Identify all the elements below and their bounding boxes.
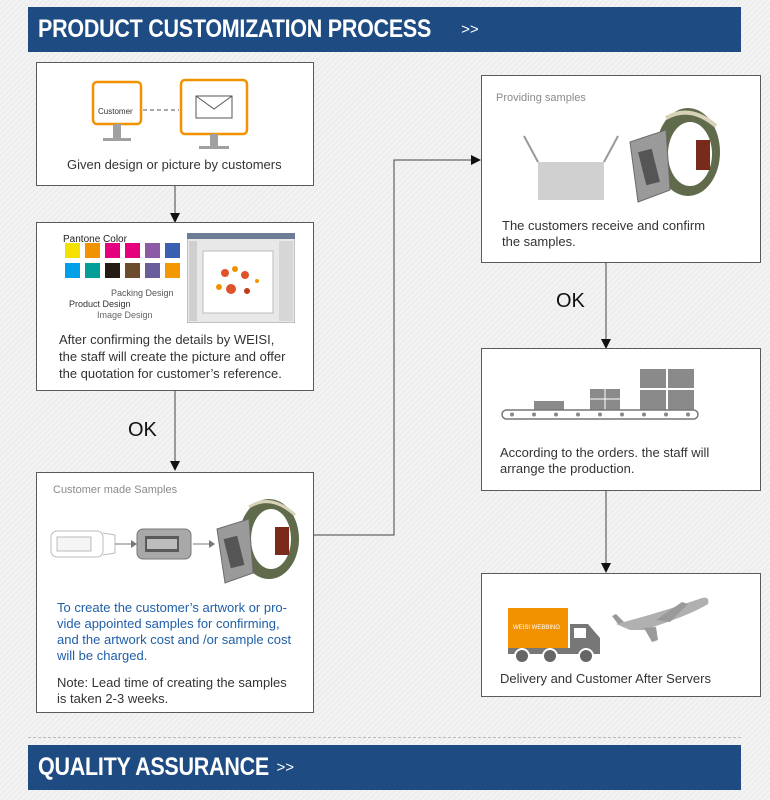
section-title: PRODUCT CUSTOMIZATION PROCESS (38, 15, 432, 43)
step-caption: the staff will create the picture and of… (59, 349, 286, 364)
image-design-label: Image Design (97, 310, 153, 320)
open-box-icon (523, 135, 619, 200)
section-header-banner: PRODUCT CUSTOMIZATION PROCESS >> (28, 7, 741, 52)
delivery-illustration (508, 597, 709, 664)
finished-belt (629, 108, 720, 203)
step-production: According to the orders. the staff will … (481, 348, 761, 491)
samples-notice: vide appointed samples for confirming, (57, 616, 280, 631)
step-caption: After confirming the details by WEISI, (59, 332, 275, 347)
pantone-label: Pantone Color (63, 234, 127, 245)
step-caption: the quotation for customer’s reference. (59, 366, 282, 381)
buckle-render (136, 528, 192, 560)
color-swatch (165, 243, 180, 258)
step-title: Customer made Samples (53, 484, 178, 496)
samples-notice: and the artwork cost and /or sample cost (57, 632, 292, 647)
step-caption: The customers receive and confirm (502, 218, 706, 233)
small-package (534, 401, 564, 410)
color-swatch (145, 263, 160, 278)
color-swatch (165, 263, 180, 278)
lead-time-note: is taken 2-3 weeks. (57, 691, 169, 706)
step-given-design: Customer Given design or picture by cust… (36, 62, 314, 186)
belt-buckle-samples-illustration (50, 499, 299, 584)
flow-arrow (314, 155, 481, 536)
step-caption: According to the orders. the staff will (500, 445, 710, 460)
large-package (640, 369, 694, 410)
conveyor-production-illustration (501, 369, 699, 420)
medium-package (590, 389, 620, 410)
color-swatch (125, 243, 140, 258)
truck-icon (508, 608, 600, 664)
double-chevron-icon: >> (461, 21, 479, 38)
section-divider (28, 737, 741, 738)
step-customer-samples: Customer made Samples To create the cust… (36, 472, 314, 713)
step-caption: the samples. (502, 234, 576, 249)
customer-computer-illustration (91, 78, 249, 149)
ok-label: OK (128, 419, 157, 441)
sample-box-illustration (523, 108, 720, 203)
double-chevron-icon: >> (276, 759, 295, 776)
airplane-icon (612, 597, 709, 642)
step-caption: Delivery and Customer After Servers (500, 671, 711, 686)
packing-design-label: Packing Design (111, 288, 174, 298)
samples-notice: will be charged. (57, 648, 148, 663)
truck-lettering: WEISI WEBBING (513, 625, 561, 631)
design-software-screenshot (187, 233, 295, 323)
step-delivery: WEISI WEBBING Delivery and Customer Afte… (481, 573, 761, 697)
lead-time-note: Note: Lead time of creating the samples (57, 675, 287, 690)
color-swatch (65, 263, 80, 278)
color-swatch (105, 263, 120, 278)
finished-belt (216, 499, 299, 584)
color-swatch (125, 263, 140, 278)
envelope-icon (195, 95, 233, 119)
step-design: Pantone Color Packing Design Product Des… (36, 222, 314, 391)
color-swatch (85, 263, 100, 278)
color-swatch (105, 243, 120, 258)
samples-notice: To create the customer’s artwork or pro- (57, 600, 287, 615)
step-title: Providing samples (496, 92, 586, 104)
product-design-label: Product Design (69, 299, 131, 309)
pantone-swatches (65, 243, 180, 278)
customer-label: Customer (98, 107, 133, 116)
section-title: QUALITY ASSURANCE (38, 753, 269, 781)
step-caption: arrange the production. (500, 461, 635, 476)
step-caption: Given design or picture by customers (67, 157, 282, 172)
color-swatch (65, 243, 80, 258)
ok-label: OK (556, 290, 585, 312)
step-providing-samples: Providing samples The customers receive … (481, 75, 761, 263)
buckle-sketch (50, 530, 116, 558)
color-swatch (145, 243, 160, 258)
section-header-banner: QUALITY ASSURANCE >> (28, 745, 741, 790)
color-swatch (85, 243, 100, 258)
